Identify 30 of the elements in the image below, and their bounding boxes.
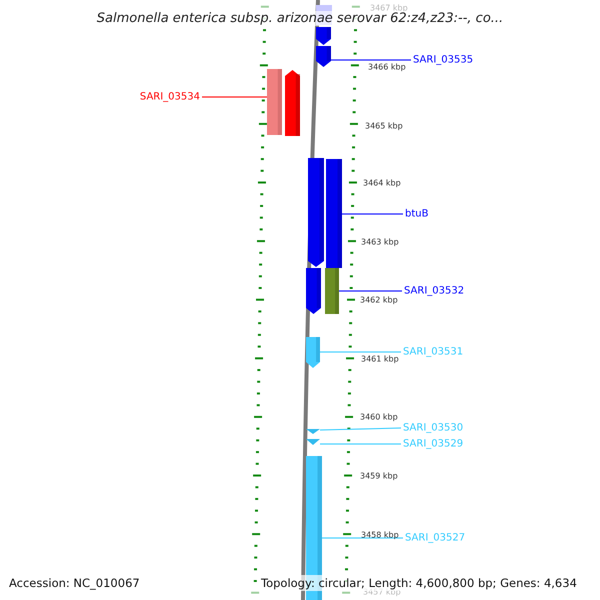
leader-line bbox=[202, 96, 268, 98]
gene-label: SARI_03529 bbox=[403, 438, 464, 450]
gene-label: SARI_03535 bbox=[413, 54, 474, 66]
gene-label: SARI_03530 bbox=[403, 422, 464, 434]
scale-label: 3466 kbp bbox=[368, 62, 406, 72]
gene-feature bbox=[325, 268, 339, 314]
scale-label: 3460 kbp bbox=[360, 412, 398, 422]
scale-label: 3461 kbp bbox=[361, 354, 399, 364]
gene-label: btuB bbox=[405, 208, 428, 220]
gene-label: SARI_03534 bbox=[140, 92, 200, 102]
scale-label: 3459 kbp bbox=[360, 472, 398, 480]
scale-label: 3464 kbp bbox=[363, 178, 401, 188]
gene-label: SARI_03532 bbox=[404, 286, 464, 296]
gene-feature bbox=[326, 159, 342, 268]
scale-label: 3462 kbp bbox=[360, 296, 398, 304]
scale-label: 3458 kbp bbox=[361, 530, 399, 540]
accession-note: Accession: NC_010067 bbox=[7, 575, 142, 591]
gene-triangle bbox=[306, 439, 320, 445]
gene-label: SARI_03527 bbox=[405, 532, 466, 544]
gene-feature bbox=[267, 69, 282, 135]
genome-summary: Topology: circular; Length: 4,600,800 bp; Genes: 4,634 bbox=[259, 575, 579, 591]
scale-label: 3463 kbp bbox=[361, 238, 399, 246]
gene-label: SARI_03531 bbox=[403, 346, 464, 358]
leader-line bbox=[338, 290, 402, 292]
scale-label: 3467 kbp bbox=[370, 4, 408, 12]
leader-line bbox=[320, 428, 402, 430]
scale-label: 3465 kbp bbox=[365, 122, 403, 130]
gene-triangle bbox=[306, 429, 320, 434]
gene-feature bbox=[306, 337, 320, 368]
gene-feature bbox=[316, 46, 331, 67]
